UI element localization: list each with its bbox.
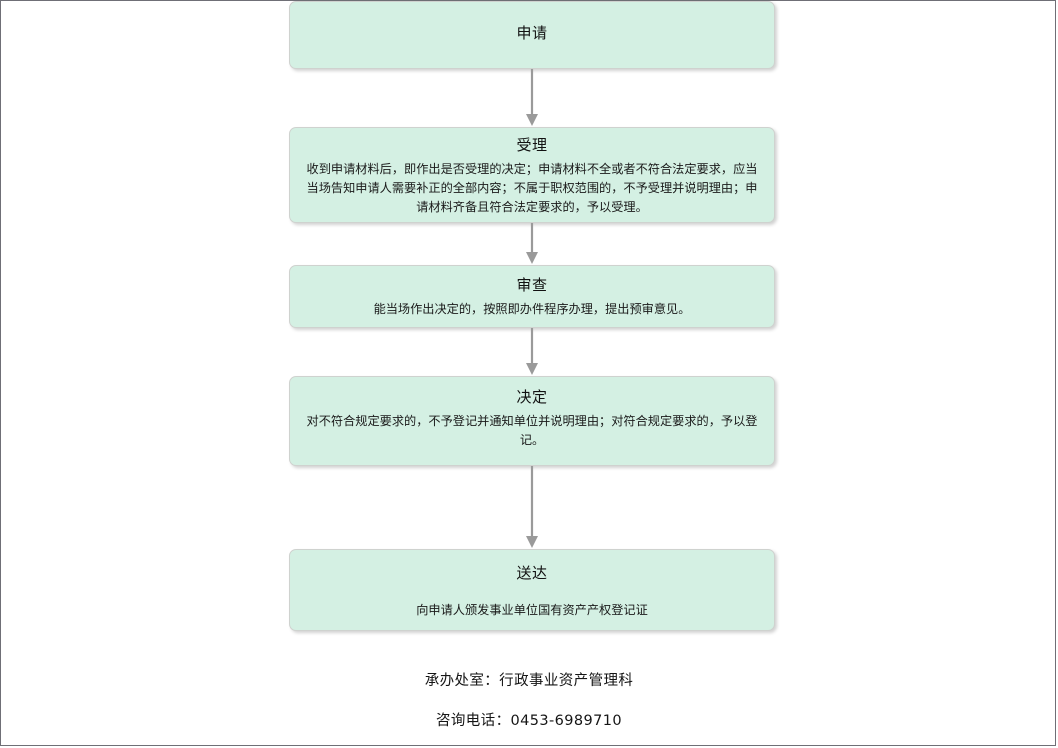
arrow-down-icon — [526, 466, 538, 548]
flow-connector-2 — [289, 223, 775, 265]
flow-node-title: 决定 — [516, 388, 548, 406]
flow-node-body: 能当场作出决定的，按照即办件程序办理，提出预审意见。 — [373, 302, 691, 316]
flow-node-apply[interactable]: 申请 — [289, 1, 775, 69]
footer-phone: 咨询电话：0453-6989710 — [435, 713, 622, 729]
flow-node-title: 受理 — [516, 136, 548, 154]
flow-node-accept[interactable]: 受理 收到申请材料后，即作出是否受理的决定；申请材料不全或者不符合法定要求，应当… — [289, 127, 775, 223]
arrow-down-icon — [526, 328, 538, 375]
flow-node-deliver[interactable]: 送达 向申请人颁发事业单位国有资产产权登记证 — [289, 549, 775, 631]
flow-node-body: 对不符合规定要求的，不予登记并通知单位并说明理由；对符合规定要求的，予以登记。 — [306, 414, 758, 447]
flow-node-body: 向申请人颁发事业单位国有资产产权登记证 — [416, 603, 648, 617]
flow-node-title: 审查 — [516, 276, 548, 294]
flow-connector-1 — [289, 69, 775, 127]
footer-department: 承办处室：行政事业资产管理科 — [424, 673, 634, 689]
flow-node-title: 送达 — [516, 564, 548, 582]
flow-node-review[interactable]: 审查 能当场作出决定的，按照即办件程序办理，提出预审意见。 — [289, 265, 775, 328]
flow-node-decide[interactable]: 决定 对不符合规定要求的，不予登记并通知单位并说明理由；对符合规定要求的，予以登… — [289, 376, 775, 466]
flow-node-title: 申请 — [516, 24, 548, 42]
flowchart: 申请 受理 收到申请材料后，即作出是否受理的决定；申请材料不全或者不符合法定要求… — [289, 1, 775, 631]
arrow-down-icon — [526, 69, 538, 126]
flow-connector-4 — [289, 466, 775, 549]
flow-connector-3 — [289, 328, 775, 376]
footer: 承办处室：行政事业资产管理科 咨询电话：0453-6989710 — [1, 661, 1057, 741]
arrow-down-icon — [526, 223, 538, 264]
flow-node-body: 收到申请材料后，即作出是否受理的决定；申请材料不全或者不符合法定要求，应当当场告… — [306, 162, 758, 214]
